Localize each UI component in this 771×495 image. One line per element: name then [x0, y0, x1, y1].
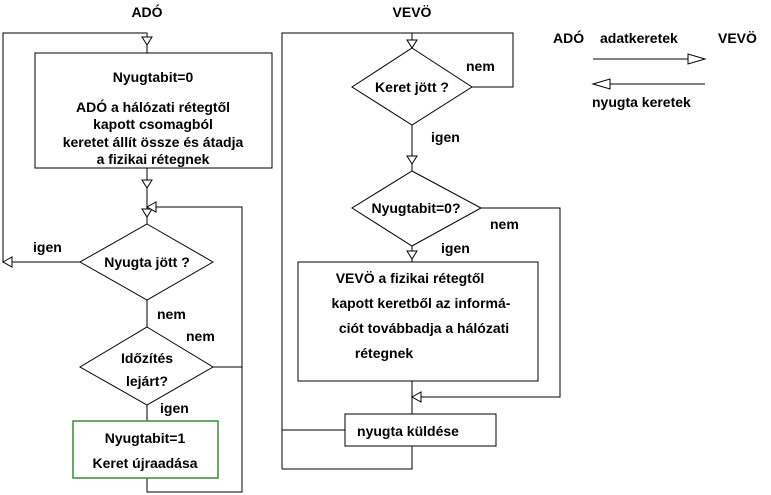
frame-no-loop	[412, 32, 514, 88]
arrowhead-down	[141, 179, 153, 189]
timeout-yes-label: igen	[160, 400, 189, 416]
legend-ack-arrowhead	[591, 78, 611, 90]
arrowhead-left	[1, 256, 13, 268]
ack-no-label: nem	[157, 306, 186, 322]
sender-flow: Nyugtabit=0 ADÓ a hálózati rétegtől kapo…	[1, 32, 273, 493]
resend-line-2: Keret újraadása	[92, 455, 197, 471]
frame-no-label: nem	[466, 58, 495, 74]
resend-line-1: Nyugtabit=1	[105, 430, 186, 446]
arrowhead-left	[145, 201, 157, 213]
init-line-3: kapott csomagból	[93, 116, 213, 132]
arrowhead-down	[406, 155, 418, 165]
deliver-line-4: rétegnek	[355, 345, 414, 361]
arrowhead-down	[141, 208, 153, 218]
ack-yes-label: igen	[33, 239, 62, 255]
legend-receiver: VEVÖ	[718, 30, 757, 46]
receiver-header: VEVÖ	[393, 4, 432, 20]
ack-decision-label: Nyugta jött ?	[104, 254, 190, 270]
arrowhead-down	[141, 36, 153, 46]
timeout-no-label: nem	[186, 328, 215, 344]
ack-send-box	[344, 413, 497, 447]
sender-init-box	[34, 52, 273, 169]
legend: ADÓ adatkeretek VEVÖ nyugta keretek	[553, 29, 757, 110]
deliver-line-2: kapott keretből az informá-	[332, 295, 511, 311]
bit-no-bypass	[412, 207, 561, 398]
deliver-box	[297, 261, 539, 382]
deliver-line-3: ciót továbbadja a hálózati	[339, 320, 509, 336]
legend-data-arrowhead	[687, 53, 707, 65]
receiver-outer-loop-bottom	[282, 446, 413, 470]
timeout-no-loop	[147, 206, 243, 368]
deliver-line-1: VEVÖ a fizikai rétegtől	[336, 270, 485, 286]
bit-yes-label: igen	[441, 240, 470, 256]
receiver-flow: Keret jött ? nem igen Nyugtabit=0? nem i…	[281, 32, 561, 470]
arrowhead-down	[406, 250, 418, 260]
timeout-label-1: Időzítés	[121, 350, 173, 366]
arrowhead-left	[410, 391, 422, 403]
frame-yes-label: igen	[431, 129, 460, 145]
timeout-label-2: lejárt?	[126, 373, 168, 389]
resend-box	[72, 420, 219, 479]
ack-send-label: nyugta küldése	[357, 423, 459, 439]
bit-no-label: nem	[490, 216, 519, 232]
init-line-2: ADÓ a hálózati rétegtől	[76, 98, 230, 115]
init-line-1: Nyugtabit=0	[113, 69, 194, 85]
bit-decision-label: Nyugtabit=0?	[371, 200, 460, 216]
resend-loop	[146, 367, 243, 493]
legend-sender: ADÓ	[553, 29, 584, 46]
sender-header: ADÓ	[131, 3, 162, 20]
arrowhead-down	[406, 39, 418, 49]
legend-data-frames: adatkeretek	[600, 30, 678, 46]
init-line-5: a fizikai rétegnek	[97, 151, 210, 167]
init-line-4: keretet állít össze és átadja	[63, 134, 244, 150]
legend-ack-frames: nyugta keretek	[592, 94, 691, 110]
frame-decision-label: Keret jött ?	[375, 79, 449, 95]
